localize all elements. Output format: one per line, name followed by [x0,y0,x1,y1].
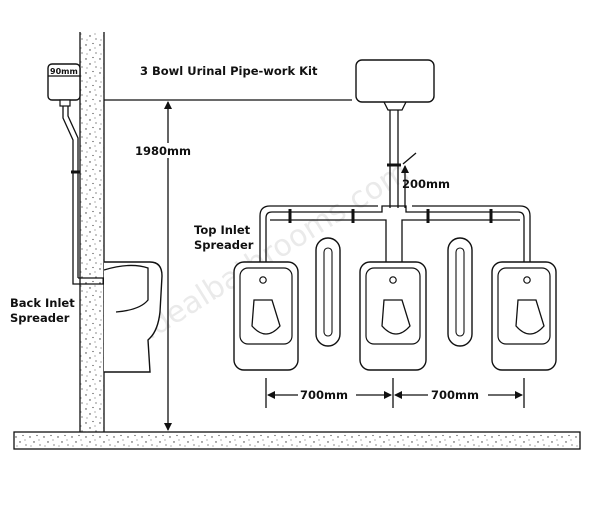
top-inlet-callout: Top Inlet Spreader [194,223,254,252]
spacing-dimension: 700mm 700mm [265,378,525,408]
urinal-bowl-2 [359,261,427,371]
offset-label: 200mm [402,177,450,191]
wall [79,32,105,432]
main-cistern [355,59,435,111]
cistern-width-label: 90mm [50,67,78,76]
diagram-title: 3 Bowl Urinal Pipe-work Kit [140,64,318,78]
spacing-label-right: 700mm [431,388,479,402]
back-inlet-label-line1: Back Inlet [10,296,75,310]
divider-panel-left [315,237,341,347]
urinal-bowl-1 [233,261,299,371]
side-cistern: 90mm [47,63,81,107]
offset-dimension: 200mm [401,152,450,208]
side-urinal [103,261,163,373]
top-inlet-label-line2: Spreader [194,238,254,252]
main-downpipe [387,110,401,208]
back-inlet-callout: Back Inlet Spreader [10,296,75,325]
urinal-bowl-3 [491,261,557,371]
back-inlet-label-line2: Spreader [10,311,70,325]
top-inlet-label-line1: Top Inlet [194,223,251,237]
spacing-label-left: 700mm [300,388,348,402]
height-label: 1980mm [135,144,191,158]
divider-panel-right [447,237,473,347]
spreader-manifold [259,205,531,270]
height-dimension: 1980mm [104,99,352,431]
floor [13,431,581,450]
